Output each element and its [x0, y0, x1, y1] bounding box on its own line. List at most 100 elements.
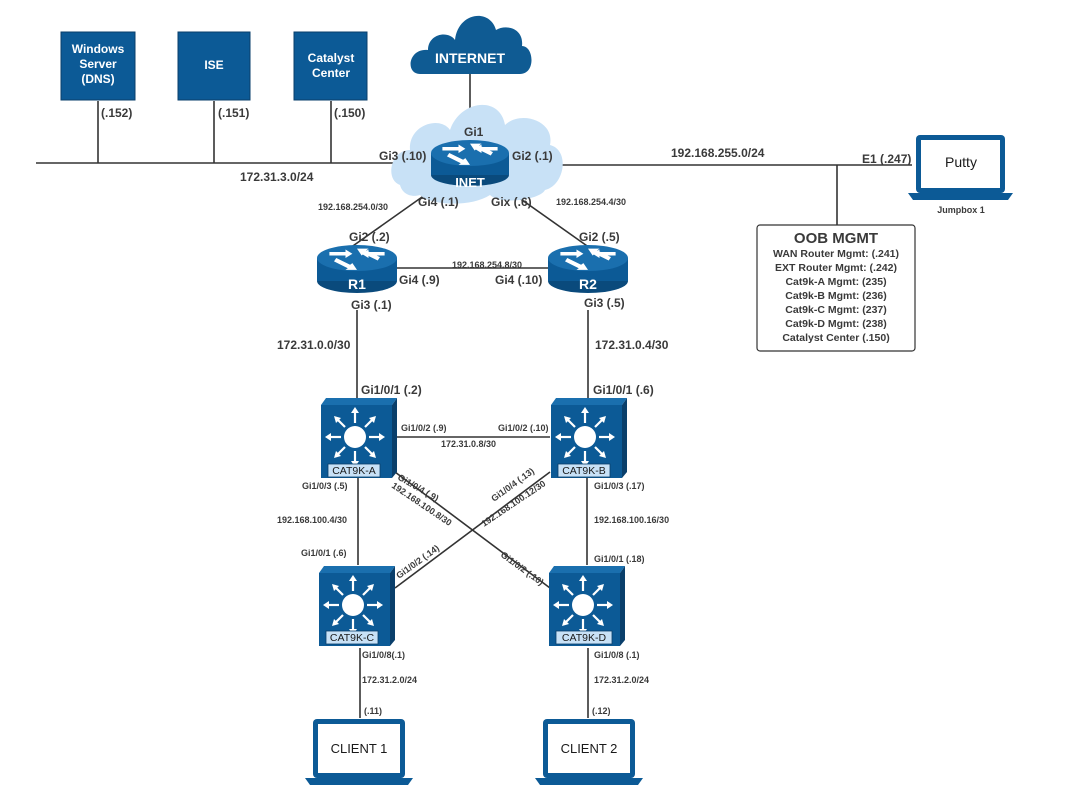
cat9k-d-side	[620, 566, 625, 646]
r2-gi2: Gi2 (.5)	[579, 230, 620, 244]
cat9k-d-label: CAT9K-D	[562, 632, 607, 644]
internet-cloud[interactable]: INTERNET	[410, 15, 532, 74]
cat9k-c-gi108: Gi1/0/8(.1)	[362, 650, 405, 660]
client2-label: CLIENT 2	[561, 741, 618, 756]
cat9k-b-gi102: Gi1/0/2 (.10)	[498, 423, 549, 433]
cat9k-b-label: CAT9K-B	[562, 465, 606, 477]
cat9k-b-gi101: Gi1/0/1 (.6)	[593, 383, 654, 397]
ise-server[interactable]: ISE	[177, 31, 251, 101]
inet-router-top	[431, 140, 509, 166]
inet-r1-link	[349, 189, 433, 249]
dns-server-label-2: Server	[79, 57, 117, 71]
r1-gi4: Gi4 (.9)	[399, 273, 440, 287]
cat9k-b-side	[622, 398, 627, 478]
cat9k-c-gi102: Gi1/0/2 (.14)	[394, 543, 441, 581]
cat9k-d-switch[interactable]: CAT9K-D	[549, 566, 625, 646]
cat9k-a-side	[392, 398, 397, 478]
oob-mgmt-box: OOB MGMT WAN Router Mgmt: (.241) EXT Rou…	[756, 224, 916, 352]
r1-router[interactable]: R1	[317, 245, 397, 293]
dns-server-box	[60, 31, 136, 101]
client1-label: CLIENT 1	[331, 741, 388, 756]
catalyst-center-server[interactable]: Catalyst Center	[293, 31, 368, 101]
cat9k-a-gi102: Gi1/0/2 (.9)	[401, 423, 447, 433]
oob-mgmt-row: Catalyst Center (.150)	[782, 332, 889, 344]
client2-ip: (.12)	[592, 706, 611, 716]
client2-base	[535, 778, 643, 785]
oob-mgmt-row: Cat9k-C Mgmt: (237)	[785, 304, 887, 316]
r1-label: R1	[348, 276, 366, 292]
cat-d-client-subnet: 172.31.2.0/24	[594, 675, 649, 685]
switch-arrows-icon	[321, 573, 385, 637]
inet-gi4: Gi4 (.1)	[418, 195, 459, 209]
dns-server-label-3: (DNS)	[81, 72, 114, 86]
putty-laptop[interactable]: Putty	[908, 135, 1013, 200]
cat-a-cat-c-subnet: 192.168.100.4/30	[277, 515, 347, 525]
cat9k-a-gi103: Gi1/0/3 (.5)	[302, 481, 348, 491]
r1-gi3: Gi3 (.1)	[351, 298, 392, 312]
cat9k-a-top	[321, 398, 397, 405]
r1-cat-a-subnet: 172.31.0.0/30	[277, 338, 351, 352]
client2-laptop[interactable]: CLIENT 2	[535, 719, 643, 785]
r2-label: R2	[579, 276, 597, 292]
dns-server-label-1: Windows	[72, 42, 125, 56]
cat-b-cat-c-link	[394, 471, 551, 589]
cat9k-b-switch[interactable]: CAT9K-B	[551, 398, 627, 478]
cat-b-cat-d-subnet: 192.168.100.16/30	[594, 515, 669, 525]
switch-arrows-icon	[551, 573, 615, 637]
r2-gi4: Gi4 (.10)	[495, 273, 542, 287]
r2-router[interactable]: R2	[548, 245, 628, 293]
putty-label: Putty	[945, 154, 977, 170]
ise-server-box	[177, 31, 251, 101]
cat9k-b-top	[551, 398, 627, 405]
switch-arrows-icon	[323, 405, 387, 469]
oob-mgmt-row: Cat9k-D Mgmt: (238)	[785, 318, 887, 330]
catalyst-center-label-1: Catalyst	[308, 51, 355, 65]
putty-e1: E1 (.247)	[862, 152, 911, 166]
inet-gi3: Gi3 (.10)	[379, 149, 426, 163]
oob-mgmt-frame	[756, 224, 916, 352]
cat9k-d-gi101: Gi1/0/1 (.18)	[594, 554, 645, 564]
cat9k-d-gi108: Gi1/0/8 (.1)	[594, 650, 640, 660]
internet-label: INTERNET	[435, 50, 505, 66]
r2-cat-b-subnet: 172.31.0.4/30	[595, 338, 669, 352]
putty-screen	[921, 140, 1000, 188]
r1-r2-subnet: 192.168.254.8/30	[452, 260, 522, 270]
cat9k-c-switch[interactable]: CAT9K-C	[319, 566, 395, 646]
cat9k-c-side	[390, 566, 395, 646]
client1-ip: (.11)	[364, 706, 382, 716]
ise-server-ip: (.151)	[218, 106, 249, 120]
inet-gi1: Gi1	[464, 125, 484, 139]
oob-mgmt-title: OOB MGMT	[794, 230, 878, 247]
cat9k-a-label: CAT9K-A	[332, 465, 376, 477]
mgmt-lan-subnet: 172.31.3.0/24	[240, 170, 314, 184]
r1-gi2: Gi2 (.2)	[349, 230, 390, 244]
putty-base	[908, 193, 1013, 200]
cat-c-client-subnet: 172.31.2.0/24	[362, 675, 417, 685]
cat-a-cat-b-subnet: 172.31.0.8/30	[441, 439, 496, 449]
cat9k-b-label-box	[557, 463, 611, 478]
putty-caption: Jumpbox 1	[937, 205, 985, 215]
dns-server-ip: (.152)	[101, 106, 132, 120]
inet-r1-subnet: 192.168.254.0/30	[318, 202, 388, 212]
oob-subnet: 192.168.255.0/24	[671, 146, 765, 160]
links	[36, 74, 912, 718]
client1-base	[305, 778, 413, 785]
dns-server[interactable]: Windows Server (DNS)	[60, 31, 136, 101]
cat9k-d-top	[549, 566, 625, 573]
cat9k-d-label-box	[555, 630, 613, 645]
cat9k-a-switch[interactable]: CAT9K-A	[321, 398, 397, 478]
r2-top	[548, 245, 628, 271]
cat9k-a-gi101: Gi1/0/1 (.2)	[361, 383, 422, 397]
catalyst-center-label-2: Center	[312, 66, 350, 80]
ise-server-label: ISE	[204, 58, 223, 72]
client1-laptop[interactable]: CLIENT 1	[305, 719, 413, 785]
inet-router[interactable]: INET	[391, 104, 563, 204]
catalyst-center-box	[293, 31, 368, 101]
client2-screen	[548, 724, 630, 773]
oob-mgmt-row: Cat9k-B Mgmt: (236)	[785, 290, 887, 302]
oob-mgmt-row: WAN Router Mgmt: (.241)	[773, 248, 899, 260]
inet-gi2: Gi2 (.1)	[512, 149, 553, 163]
oob-mgmt-row: Cat9k-A Mgmt: (235)	[785, 276, 886, 288]
cat9k-b-gi103: Gi1/0/3 (.17)	[594, 481, 645, 491]
